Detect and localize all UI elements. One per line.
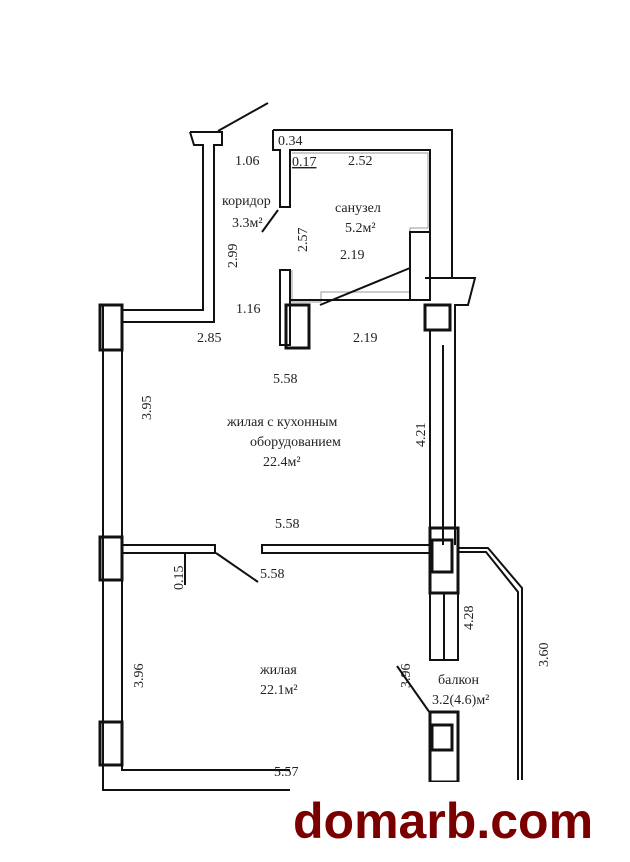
living-area: 22.1м² — [260, 683, 298, 698]
dim-label: 2.52 — [348, 154, 373, 169]
kitchen-living-name-1: жилая с кухонным — [226, 415, 337, 430]
bathroom-inner-wall — [272, 130, 431, 278]
door-swing — [217, 102, 269, 132]
dim-label: 3.96 — [399, 664, 414, 689]
bath-diagonal — [319, 267, 411, 306]
partition-left — [121, 544, 216, 554]
left-exterior-wall — [102, 305, 290, 791]
dim-label: 3.96 — [132, 664, 147, 689]
dim-label: 5.58 — [260, 567, 285, 582]
kitchen-living-name-2: оборудованием — [250, 435, 341, 450]
dim-label: 1.16 — [236, 302, 261, 317]
dim-label: 2.19 — [353, 331, 378, 346]
kitchen-living-area: 22.4м² — [263, 455, 301, 470]
right-wall-top — [425, 277, 477, 545]
corridor-area: 3.3м² — [232, 216, 263, 231]
bathroom-wall-lower — [279, 269, 291, 346]
dim-label: 0.34 — [278, 134, 303, 149]
dim-label: 0.15 — [172, 566, 187, 591]
dim-label: 2.19 — [340, 248, 365, 263]
dim-label: 0.17 — [292, 155, 317, 170]
dim-label: 5.58 — [273, 372, 298, 387]
room-labels: коридор 3.3м² санузел 5.2м² жилая с кухо… — [222, 194, 489, 708]
dim-label: 1.06 — [235, 154, 260, 169]
window-block — [98, 303, 124, 352]
window-block — [98, 535, 124, 582]
dim-label: 3.60 — [537, 643, 552, 668]
corridor-name: коридор — [222, 194, 271, 209]
bathroom-outer-wall — [273, 129, 453, 278]
right-window — [429, 330, 444, 545]
corridor-wall-inner — [122, 131, 204, 311]
balcony-area: 3.2(4.6)м² — [432, 693, 489, 708]
corridor-wall — [122, 131, 223, 323]
dim-label: 2.57 — [296, 228, 311, 253]
dim-label: 4.21 — [414, 423, 429, 448]
living-name: жилая — [259, 663, 297, 678]
watermark-bg — [290, 782, 630, 862]
dim-label: 4.28 — [462, 606, 477, 631]
dim-label: 2.85 — [197, 331, 222, 346]
watermark-logo: domarb.com — [293, 793, 593, 849]
dim-label: 5.57 — [274, 765, 299, 780]
column — [423, 303, 452, 332]
partition-right — [261, 544, 431, 554]
column — [428, 710, 460, 784]
column-inner — [430, 538, 454, 574]
balcony-door — [429, 593, 459, 661]
window-block — [98, 720, 124, 767]
door-swing — [215, 552, 259, 583]
dim-label: 5.58 — [275, 517, 300, 532]
column-inner — [430, 723, 454, 752]
bathroom-area: 5.2м² — [345, 221, 376, 236]
dim-label: 3.95 — [140, 396, 155, 421]
bathroom-name: санузел — [335, 201, 381, 216]
corridor-door — [261, 209, 279, 233]
dimension-labels: 0.34 1.06 0.17 2.52 2.57 2.99 2.19 1.16 … — [132, 134, 552, 780]
walls — [98, 102, 523, 791]
dim-label: 2.99 — [226, 244, 241, 269]
column — [284, 303, 311, 350]
leader-line — [396, 665, 431, 714]
shaft — [409, 231, 431, 301]
balcony-name: балкон — [438, 673, 480, 688]
balcony-rail — [458, 547, 523, 780]
